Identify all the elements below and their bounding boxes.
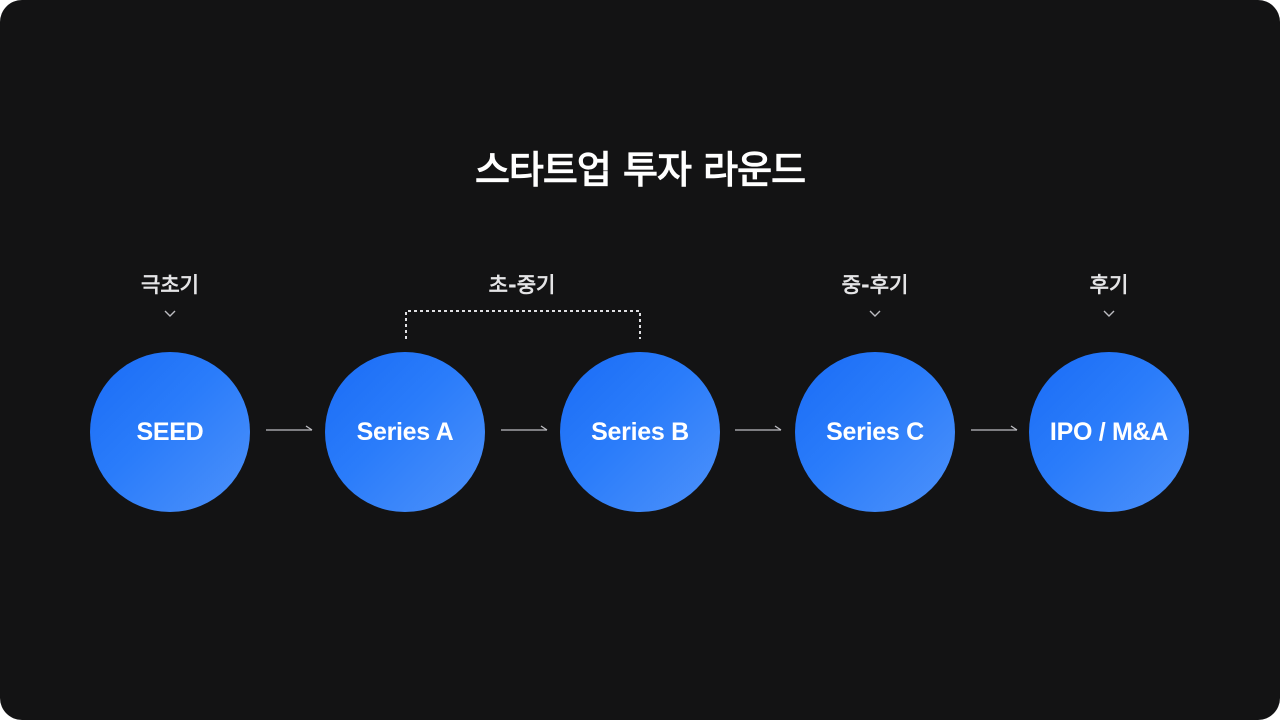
arrow-right-icon [971,425,1018,431]
round-node-ipo-ma: IPO / M&A [1029,352,1189,512]
stage-label-early-mid: 초-중기 [488,273,556,297]
chevron-down-icon [869,310,881,317]
arrow-right-icon [735,425,782,431]
round-node-series-b: Series B [560,352,720,512]
round-node-series-c: Series C [795,352,955,512]
stage-label-very-early: 극초기 [141,273,199,297]
chevron-down-icon [164,310,176,317]
arrow-right-icon [501,425,548,431]
stage-label-mid-late: 중-후기 [841,273,909,297]
diagram-title: 스타트업 투자 라운드 [474,148,806,192]
round-node-series-a: Series A [325,352,485,512]
chevron-down-icon [1103,310,1115,317]
arrow-right-icon [266,425,313,431]
stage-bracket [405,310,641,339]
round-node-seed: SEED [90,352,250,512]
stage-label-late: 후기 [1089,273,1129,297]
